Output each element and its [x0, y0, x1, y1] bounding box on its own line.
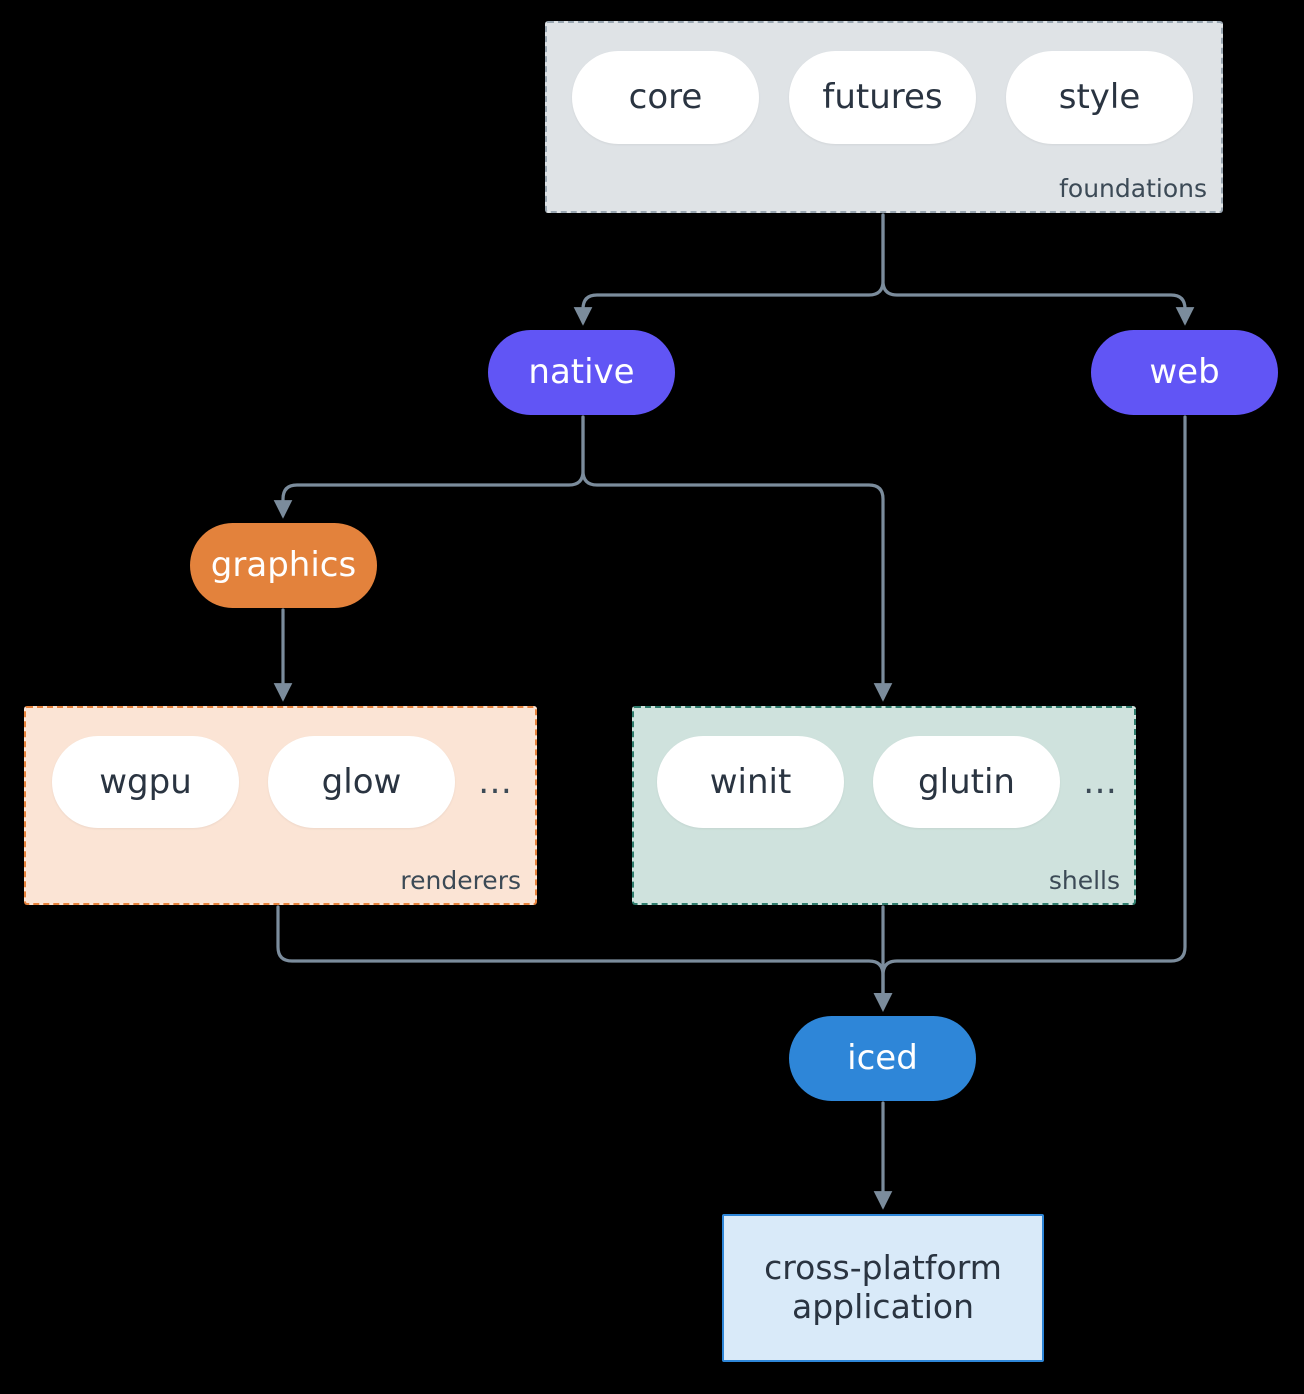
- edge-foundations-native: [573, 213, 885, 326]
- node-web[interactable]: web: [1091, 330, 1278, 415]
- node-futures[interactable]: futures: [789, 51, 976, 144]
- cluster-shells-label: shells: [1048, 866, 1120, 895]
- shells-ellipsis: …: [1083, 762, 1118, 802]
- edge-foundations-web: [881, 213, 1195, 326]
- cluster-foundations-label: foundations: [1059, 174, 1207, 203]
- node-wgpu[interactable]: wgpu: [52, 736, 239, 828]
- node-glutin[interactable]: glutin: [873, 736, 1060, 828]
- edge-native-graphics: [273, 415, 585, 519]
- node-cross-platform-application[interactable]: cross-platform application: [722, 1214, 1044, 1362]
- application-label-line1: cross-platform: [764, 1248, 1002, 1288]
- node-glow[interactable]: glow: [268, 736, 455, 828]
- renderers-ellipsis: …: [478, 762, 513, 802]
- node-native[interactable]: native: [488, 330, 675, 415]
- cluster-renderers-label: renderers: [400, 866, 521, 895]
- node-iced[interactable]: iced: [789, 1016, 976, 1101]
- node-graphics[interactable]: graphics: [190, 523, 377, 608]
- edge-native-shells: [581, 415, 893, 702]
- application-label-line2: application: [791, 1287, 975, 1326]
- node-winit[interactable]: winit: [657, 736, 844, 828]
- node-style[interactable]: style: [1006, 51, 1193, 144]
- node-core[interactable]: core: [572, 51, 759, 144]
- edge-renderers-iced: [276, 905, 893, 1012]
